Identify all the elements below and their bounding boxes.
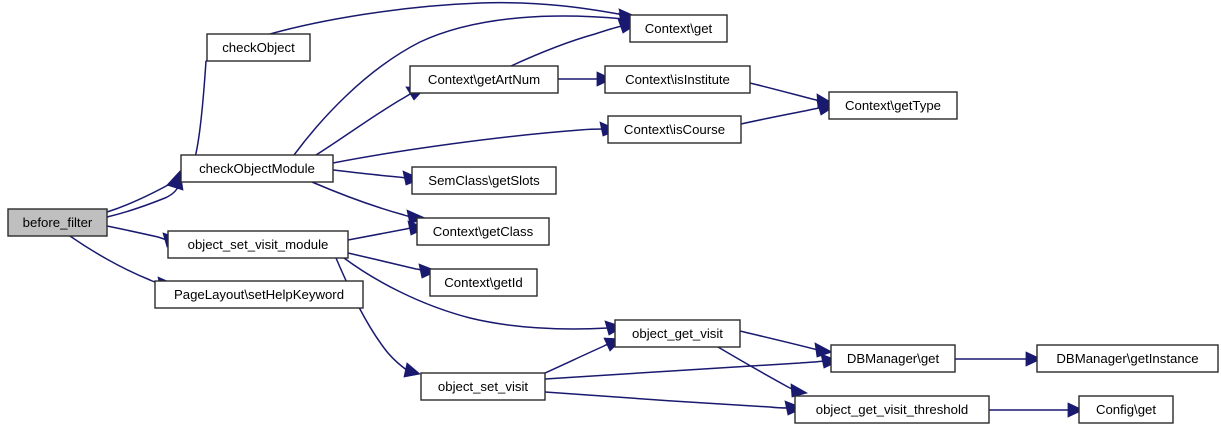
graph-node-DBManager_getInstance[interactable]: DBManager\getInstance: [1036, 344, 1219, 373]
edge-checkObjectModule-to-Context_getClass: [311, 181, 427, 225]
graph-node-Context_isInstitute[interactable]: Context\isInstitute: [604, 65, 751, 94]
edge-checkObjectModule-to-Context_isCourse: [332, 121, 620, 164]
node-rect[interactable]: [180, 154, 334, 183]
edge-before_filter-to-checkObject: [106, 43, 229, 213]
graph-node-checkObject[interactable]: checkObject: [206, 33, 311, 62]
edge-line: [106, 225, 168, 241]
edge-line: [544, 343, 609, 374]
edge-object_set_visit-to-object_get_visit_threshold: [544, 391, 805, 416]
arrowhead-icon: [1025, 351, 1042, 367]
edge-line: [347, 227, 412, 241]
edge-line: [106, 60, 207, 213]
edge-object_get_visit_threshold-to-Config_get: [989, 402, 1084, 418]
arrowhead-icon: [816, 100, 836, 116]
edge-line: [315, 92, 413, 156]
node-rect[interactable]: [206, 33, 311, 62]
graph-node-object_set_visit[interactable]: object_set_visit: [420, 372, 546, 401]
graph-node-Config_get[interactable]: Config\get: [1078, 395, 1174, 424]
edge-object_set_visit_module-to-Context_getId: [347, 252, 439, 279]
arrowhead-icon: [1067, 402, 1084, 418]
graph-node-PageLayout_setHelpKeyword[interactable]: PageLayout\setHelpKeyword: [154, 280, 364, 309]
graph-node-Context_isCourse[interactable]: Context\isCourse: [607, 115, 742, 144]
node-rect[interactable]: [629, 14, 728, 43]
graph-node-Context_get[interactable]: Context\get: [629, 14, 728, 43]
node-rect[interactable]: [1036, 344, 1219, 373]
edge-object_get_visit-to-object_get_visit_threshold: [717, 346, 809, 398]
edge-checkObjectModule-to-SemClass_getSlots: [332, 169, 423, 186]
edge-line: [510, 25, 623, 67]
edge-line: [335, 257, 409, 372]
graph-node-DBManager_get[interactable]: DBManager\get: [830, 344, 956, 373]
node-rect[interactable]: [1078, 395, 1174, 424]
edge-object_set_visit_module-to-object_set_visit: [335, 257, 421, 378]
nodes-layer: before_filter checkObject checkObjectModul…: [7, 14, 1219, 424]
edge-line: [332, 169, 408, 179]
node-rect[interactable]: [429, 268, 538, 297]
node-rect[interactable]: [614, 319, 741, 348]
graph-node-Context_getId[interactable]: Context\getId: [429, 268, 538, 297]
edge-line: [717, 346, 795, 391]
arrowhead-icon: [403, 362, 421, 378]
edge-Context_getArtNum-to-Context_get: [510, 18, 638, 67]
node-rect[interactable]: [794, 395, 990, 424]
edge-line: [544, 391, 790, 409]
edge-object_set_visit-to-object_get_visit: [544, 337, 623, 374]
edge-Context_getArtNum-to-Context_isInstitute: [557, 71, 613, 87]
edge-DBManager_get-to-DBManager_getInstance: [955, 351, 1042, 367]
node-rect[interactable]: [409, 65, 559, 94]
edge-line: [332, 128, 605, 164]
edge-line: [740, 107, 820, 125]
edge-object_get_visit-to-DBManager_get: [739, 330, 834, 358]
graph-node-SemClass_getSlots[interactable]: SemClass\getSlots: [411, 166, 557, 195]
graph-node-object_get_visit_threshold[interactable]: object_get_visit_threshold: [794, 395, 990, 424]
edge-checkObjectModule-to-Context_getArtNum: [315, 86, 426, 156]
node-rect[interactable]: [604, 65, 751, 94]
edge-object_set_visit-to-DBManager_get: [544, 353, 841, 380]
node-rect[interactable]: [828, 91, 958, 120]
edge-line: [544, 360, 825, 380]
graph-node-before_filter[interactable]: before_filter: [7, 208, 108, 237]
graph-node-checkObjectModule[interactable]: checkObjectModule: [180, 154, 334, 183]
node-rect[interactable]: [420, 372, 546, 401]
graph-node-object_set_visit_module[interactable]: object_set_visit_module: [167, 230, 349, 259]
edge-before_filter-to-checkObjectModule: [106, 170, 184, 218]
arrowhead-icon: [790, 383, 809, 398]
node-rect[interactable]: [416, 217, 550, 246]
edge-line: [269, 1, 625, 35]
graph-node-Context_getType[interactable]: Context\getType: [828, 91, 958, 120]
edge-line: [106, 181, 181, 218]
node-rect[interactable]: [411, 166, 557, 195]
graph-node-object_get_visit[interactable]: object_get_visit: [614, 319, 741, 348]
node-rect[interactable]: [167, 230, 349, 259]
node-rect[interactable]: [830, 344, 956, 373]
edge-Context_isCourse-to-Context_getType: [740, 100, 836, 125]
edge-line: [343, 257, 609, 330]
edge-line: [293, 15, 625, 156]
edge-line: [749, 82, 821, 102]
edge-line: [311, 181, 412, 218]
edge-line: [739, 330, 819, 351]
node-rect[interactable]: [7, 208, 108, 237]
node-rect[interactable]: [607, 115, 742, 144]
edge-object_set_visit_module-to-Context_getClass: [347, 220, 428, 241]
node-rect[interactable]: [154, 280, 364, 309]
graph-node-Context_getClass[interactable]: Context\getClass: [416, 217, 550, 246]
arrowhead-icon: [814, 342, 834, 358]
graph-node-Context_getArtNum[interactable]: Context\getArtNum: [409, 65, 559, 94]
edge-line: [69, 235, 163, 285]
